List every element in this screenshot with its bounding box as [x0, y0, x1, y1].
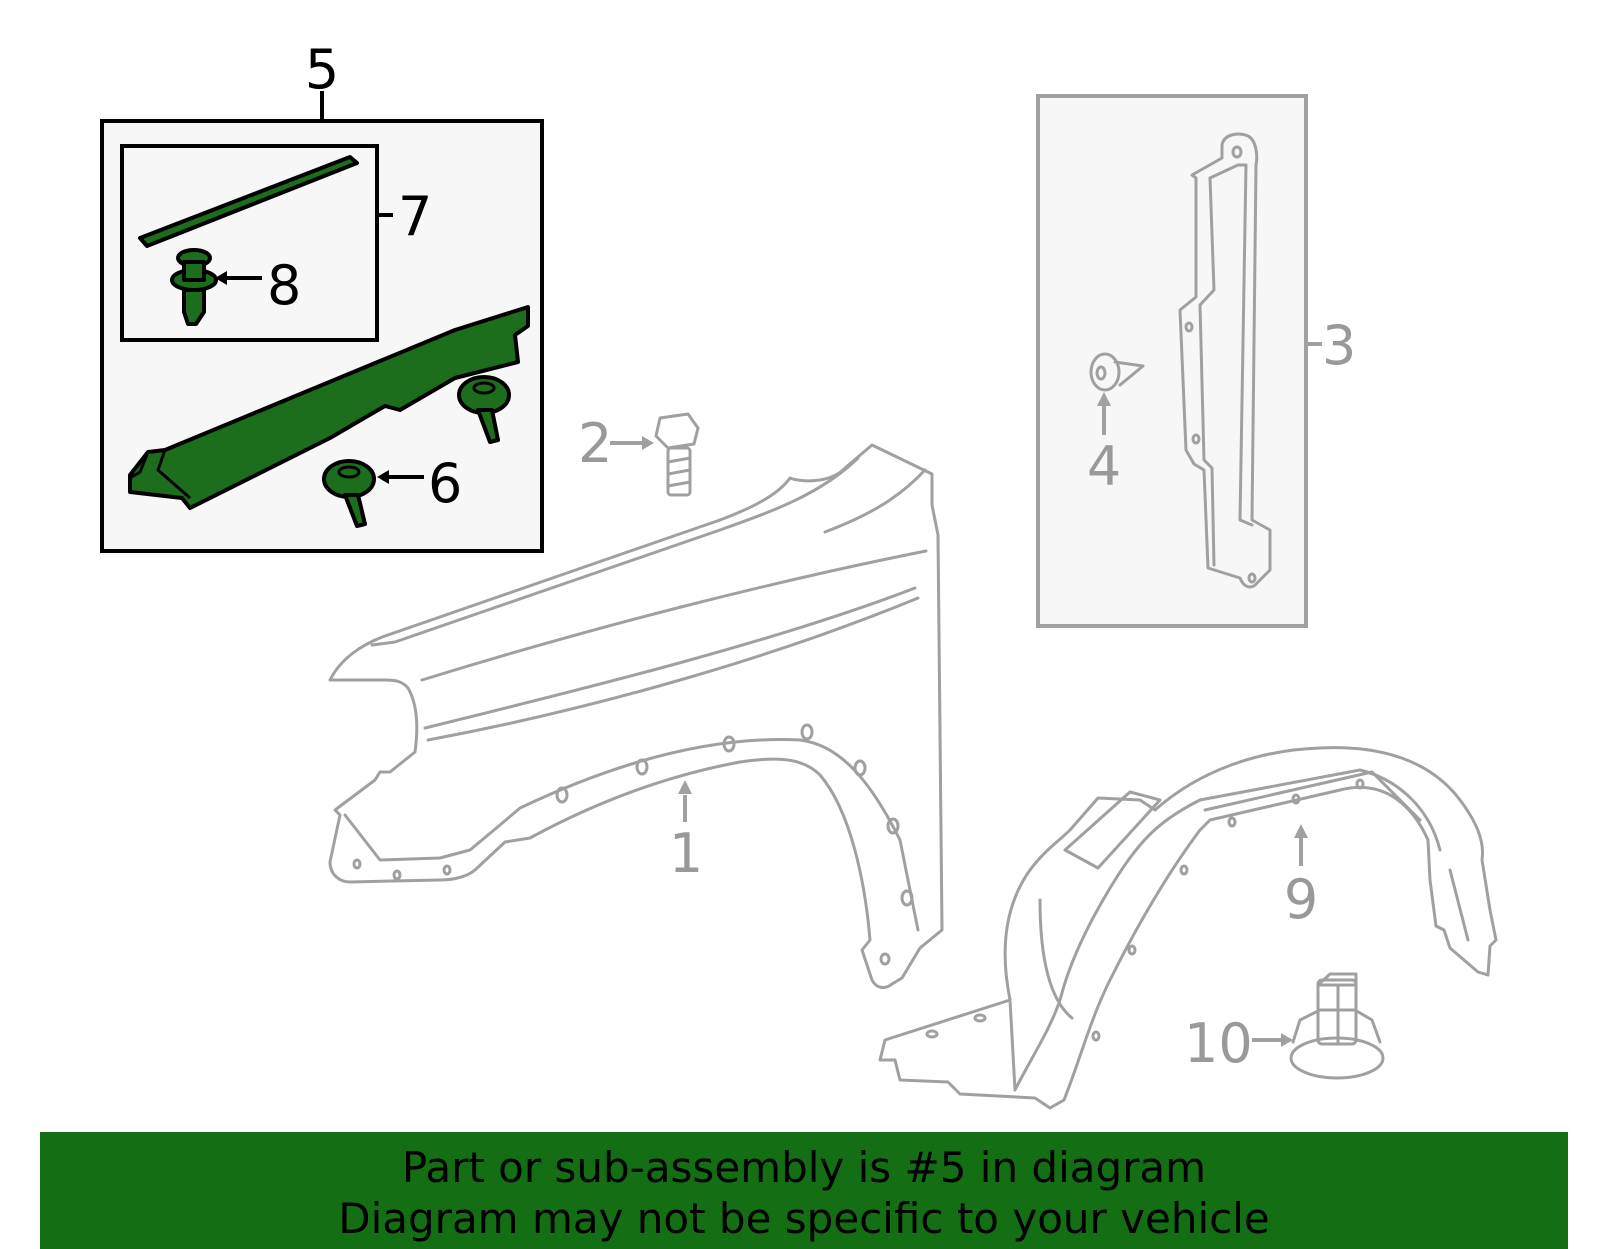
arrow-1 [678, 780, 692, 794]
arrow-8 [215, 271, 227, 285]
part-9-liner[interactable] [878, 746, 1498, 1110]
callout-6[interactable]: 6 [428, 452, 462, 515]
part-7-molding[interactable] [138, 155, 359, 248]
callout-9[interactable]: 9 [1284, 868, 1318, 931]
callout-5[interactable]: 5 [305, 38, 339, 101]
part-2-bolt[interactable] [654, 412, 700, 497]
arrow-2 [642, 436, 654, 450]
part-5-rail[interactable] [128, 305, 530, 510]
arrow-10 [1281, 1033, 1293, 1047]
banner-line-2: Diagram may not be specific to your vehi… [338, 1194, 1270, 1243]
part-6-clip-a[interactable] [457, 375, 511, 444]
callout-4[interactable]: 4 [1087, 435, 1121, 498]
callout-8[interactable]: 8 [267, 254, 301, 317]
callout-2[interactable]: 2 [578, 412, 612, 475]
part-6-clip-b[interactable] [322, 459, 376, 528]
arrow-6 [377, 470, 389, 484]
info-banner: Part or sub-assembly is #5 in diagram Di… [40, 1132, 1568, 1249]
callout-10[interactable]: 10 [1184, 1012, 1253, 1075]
arrow-4 [1097, 392, 1111, 406]
callout-1[interactable]: 1 [669, 822, 703, 885]
part-3-bracket[interactable] [1178, 132, 1272, 589]
callout-7[interactable]: 7 [398, 185, 432, 248]
part-4-clip[interactable] [1089, 352, 1145, 392]
subassembly-box-7[interactable]: 7 [120, 144, 432, 342]
assembly-box-3[interactable]: 3 [1036, 94, 1356, 628]
part-10-nut[interactable] [1289, 972, 1385, 1080]
part-8-clip[interactable] [170, 248, 218, 326]
part-1-fender[interactable] [328, 443, 944, 989]
banner-line-1: Part or sub-assembly is #5 in diagram [401, 1143, 1207, 1192]
callout-3[interactable]: 3 [1322, 314, 1356, 377]
arrow-9 [1294, 824, 1308, 838]
